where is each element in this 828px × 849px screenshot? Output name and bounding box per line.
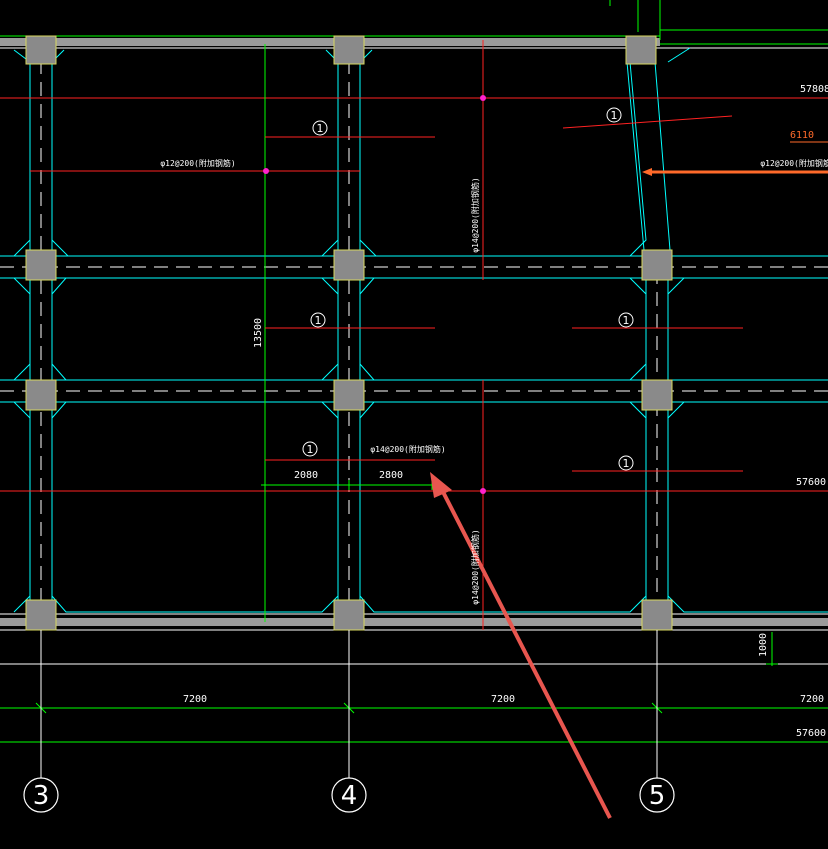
orange-leader (642, 141, 828, 176)
annotation-arrow (430, 472, 612, 819)
rebar-bars (265, 115, 743, 472)
bar-mark: 1 (611, 109, 618, 122)
rebar-label-vert-bottom: φ14@200(附加钢筋) (470, 529, 480, 604)
column (333, 379, 365, 411)
column (641, 379, 673, 411)
rebar-label-vert-top: φ14@200(附加钢筋) (470, 177, 480, 252)
column (25, 599, 57, 631)
green-dim-lines (0, 44, 828, 743)
dim-span-4-5: 7200 (491, 694, 515, 705)
bottom-slab-band (0, 613, 828, 665)
bar-mark: 1 (315, 314, 322, 327)
dim-1000: 1000 (758, 633, 769, 657)
dim-elev-top: 57808 (800, 84, 828, 95)
axis-lines (40, 630, 658, 778)
bar-mark-circles (302, 107, 634, 471)
axis-label-4: 4 (341, 781, 358, 811)
column (641, 249, 673, 281)
column (333, 249, 365, 281)
column (641, 599, 673, 631)
dim-2800: 2800 (379, 470, 403, 481)
beams (0, 47, 828, 613)
bar-mark: 1 (623, 314, 630, 327)
dim-2080: 2080 (294, 470, 318, 481)
rebar-label-lower-mid: φ14@200(附加钢筋) (370, 444, 445, 454)
column (25, 35, 57, 65)
bar-mark: 1 (307, 443, 314, 456)
bar-mark: 1 (317, 122, 324, 135)
beam-centerlines (0, 60, 828, 610)
rebar-label-top-right: φ12@200(附加钢筋) (760, 158, 828, 168)
top-slab-band (0, 0, 828, 49)
column (25, 379, 57, 411)
bar-mark: 1 (623, 457, 630, 470)
axis-label-3: 3 (33, 781, 50, 811)
axis-label-5: 5 (649, 781, 666, 811)
orange-dim-6110: 6110 (790, 130, 814, 141)
dim-13500: 13500 (253, 318, 264, 348)
magenta-nodes (263, 95, 486, 494)
column (333, 35, 365, 65)
dim-elev-mid: 57600 (796, 477, 826, 488)
dim-total-bottom: 57600 (796, 728, 826, 739)
dim-span-right: 7200 (800, 694, 824, 705)
columns (25, 35, 673, 631)
rebar-label-top-left: φ12@200(附加钢筋) (160, 158, 235, 168)
column (25, 249, 57, 281)
dim-span-3-4: 7200 (183, 694, 207, 705)
column (333, 599, 365, 631)
column (625, 35, 657, 65)
axis-bubbles (23, 777, 675, 813)
red-reference-lines (0, 40, 828, 630)
